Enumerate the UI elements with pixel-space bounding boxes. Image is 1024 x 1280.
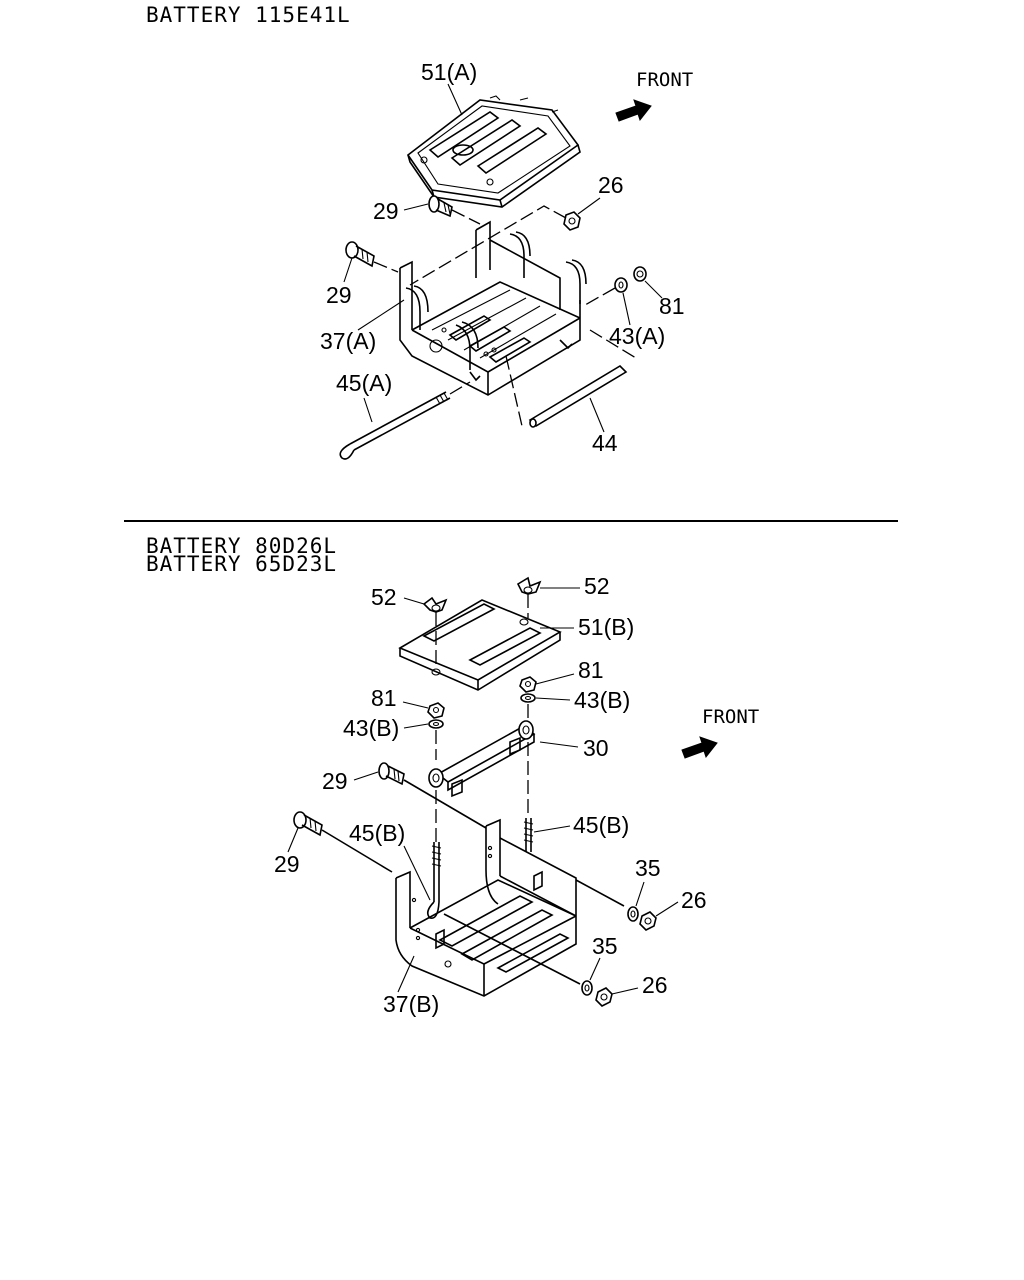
callout-51a: 51(A) (421, 59, 477, 85)
section-battery-80d26l-65d23l: BATTERY 80D26L BATTERY 65D23L FRONT 52 5… (146, 534, 759, 1017)
callout-35-lower: 35 (592, 933, 618, 959)
wing-nut-icon (516, 576, 542, 595)
clamp-bar (428, 720, 536, 798)
callout-52-left: 52 (371, 584, 397, 610)
callout-37b: 37(B) (383, 991, 439, 1017)
battery-tray-b (395, 818, 577, 997)
nut-icon (427, 702, 445, 719)
nut-icon (633, 266, 647, 282)
nut-icon (639, 911, 657, 931)
nut-icon (595, 987, 613, 1007)
washer-icon (520, 693, 536, 703)
callout-29-lower: 29 (326, 282, 352, 308)
callout-29-lower: 29 (274, 851, 300, 877)
front-arrow-icon (615, 99, 652, 122)
callout-51b: 51(B) (578, 614, 634, 640)
callout-45b-right: 45(B) (573, 812, 629, 838)
battery-tray-a (399, 220, 587, 396)
washer-icon (428, 719, 444, 729)
callout-43b-left: 43(B) (343, 715, 399, 741)
section-header-1: BATTERY 80D26L (146, 534, 337, 558)
section-battery-115e41l: BATTERY 115E41L FRONT 51(A) (146, 3, 693, 460)
callout-26-upper: 26 (681, 887, 707, 913)
section-header: BATTERY 115E41L (146, 3, 351, 27)
callout-45b-left: 45(B) (349, 820, 405, 846)
battery-cover-a (406, 95, 581, 208)
callout-81: 81 (659, 293, 685, 319)
section-header-2: BATTERY 65D23L (146, 552, 337, 576)
washer-icon (581, 980, 593, 996)
callout-81-right: 81 (578, 657, 604, 683)
bolt-icon (378, 762, 405, 786)
wing-nut-icon (422, 596, 448, 613)
nut-icon (563, 211, 581, 231)
battery-cover-b (398, 599, 562, 691)
washer-icon (614, 277, 628, 293)
leader-51a (447, 83, 463, 116)
callout-37a: 37(A) (320, 328, 376, 354)
callout-81-left: 81 (371, 685, 397, 711)
callout-29-upper: 29 (322, 768, 348, 794)
front-label: FRONT (702, 706, 759, 728)
bolt-icon (428, 195, 453, 218)
nut-icon (519, 676, 537, 693)
callout-26: 26 (598, 172, 624, 198)
callout-29-upper: 29 (373, 198, 399, 224)
callout-52-right: 52 (584, 573, 610, 599)
callout-35-upper: 35 (635, 855, 661, 881)
front-label: FRONT (636, 69, 693, 91)
hook-bolt-a (339, 391, 451, 460)
bolt-icon (345, 241, 375, 268)
callout-30: 30 (583, 735, 609, 761)
hook-bolt-b-right (523, 742, 534, 852)
stay-rod (528, 364, 628, 428)
washer-icon (627, 906, 639, 922)
callout-43b-right: 43(B) (574, 687, 630, 713)
callout-26-lower: 26 (642, 972, 668, 998)
front-arrow-icon (681, 736, 718, 759)
callout-44: 44 (592, 430, 618, 456)
bolt-icon (293, 811, 323, 837)
callout-45a: 45(A) (336, 370, 392, 396)
callout-43a: 43(A) (609, 323, 665, 349)
